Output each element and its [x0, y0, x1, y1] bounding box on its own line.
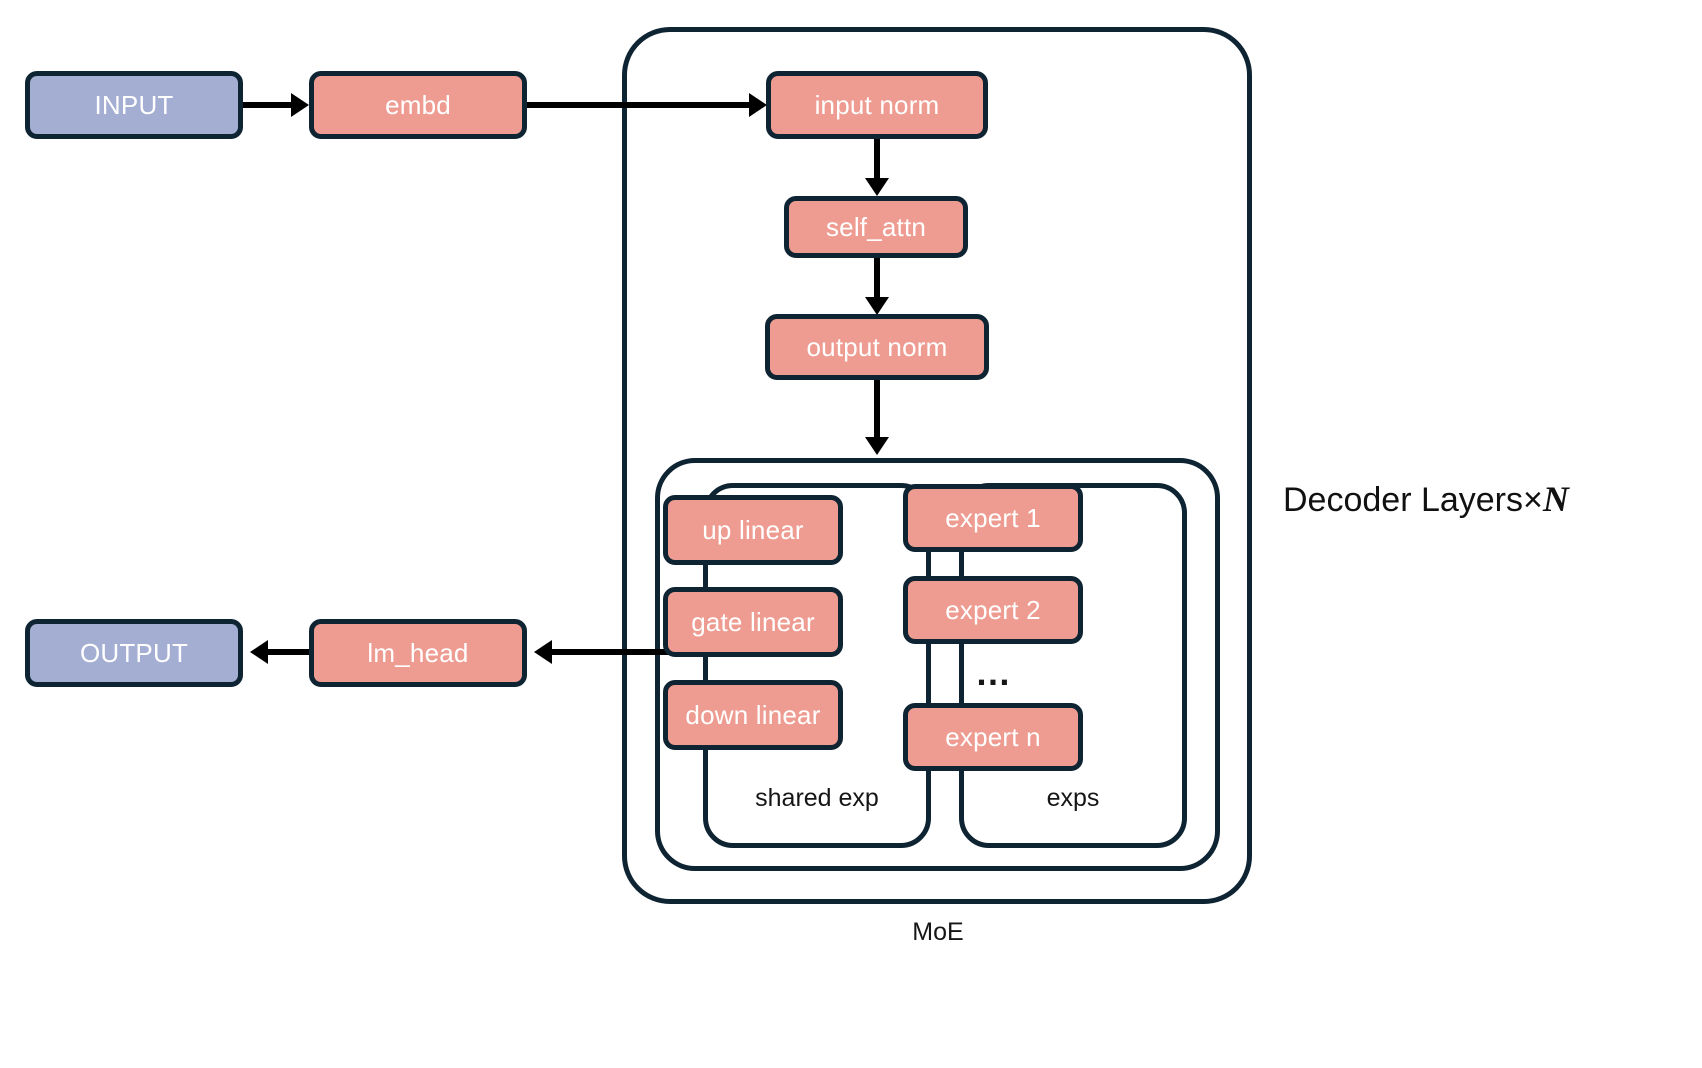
shared-expert-container: [703, 483, 931, 848]
edge-input-to-embd: [243, 102, 291, 108]
edge-input-norm-to-self-attn: [874, 139, 880, 183]
experts-ellipsis: …: [975, 652, 1013, 693]
lm-head-node[interactable]: lm_head: [309, 619, 527, 687]
decoder-layers-side-label: Decoder Layers×N: [1283, 478, 1569, 520]
down-linear-node[interactable]: down linear: [663, 680, 843, 750]
arrowhead-embd-to-input-norm: [749, 93, 767, 117]
arrowhead-lm-head-to-output: [250, 640, 268, 664]
decoder-layers-container: [622, 27, 1252, 904]
input-node[interactable]: INPUT: [25, 71, 243, 139]
arrowhead-output-norm-to-moe: [865, 437, 889, 455]
gate-linear-node[interactable]: gate linear: [663, 587, 843, 657]
edge-self-attn-to-output-norm: [874, 258, 880, 302]
edge-decoder-to-lm-head: [552, 649, 672, 655]
shared-expert-label: shared exp: [755, 784, 879, 812]
expert-n-node[interactable]: expert n: [903, 703, 1083, 771]
input-norm-node[interactable]: input norm: [766, 71, 988, 139]
moe-label: MoE: [912, 918, 964, 946]
arrowhead-decoder-to-lm-head: [534, 640, 552, 664]
expert-1-node[interactable]: expert 1: [903, 484, 1083, 552]
moe-container: [655, 458, 1220, 871]
edge-output-norm-to-moe: [874, 380, 880, 442]
arrowhead-input-to-embd: [291, 93, 309, 117]
self-attn-node[interactable]: self_attn: [784, 196, 968, 258]
up-linear-node[interactable]: up linear: [663, 495, 843, 565]
edge-lm-head-to-output: [268, 649, 312, 655]
expert-2-node[interactable]: expert 2: [903, 576, 1083, 644]
decoder-layers-side-label-text: Decoder Layers×: [1283, 481, 1543, 519]
decoder-layers-count-variable: N: [1542, 479, 1569, 519]
arrowhead-self-attn-to-output-norm: [865, 297, 889, 315]
output-norm-node[interactable]: output norm: [765, 314, 989, 380]
experts-label: exps: [1046, 784, 1100, 812]
embd-node[interactable]: embd: [309, 71, 527, 139]
edge-embd-to-input-norm: [527, 102, 749, 108]
output-node[interactable]: OUTPUT: [25, 619, 243, 687]
arrowhead-input-norm-to-self-attn: [865, 178, 889, 196]
